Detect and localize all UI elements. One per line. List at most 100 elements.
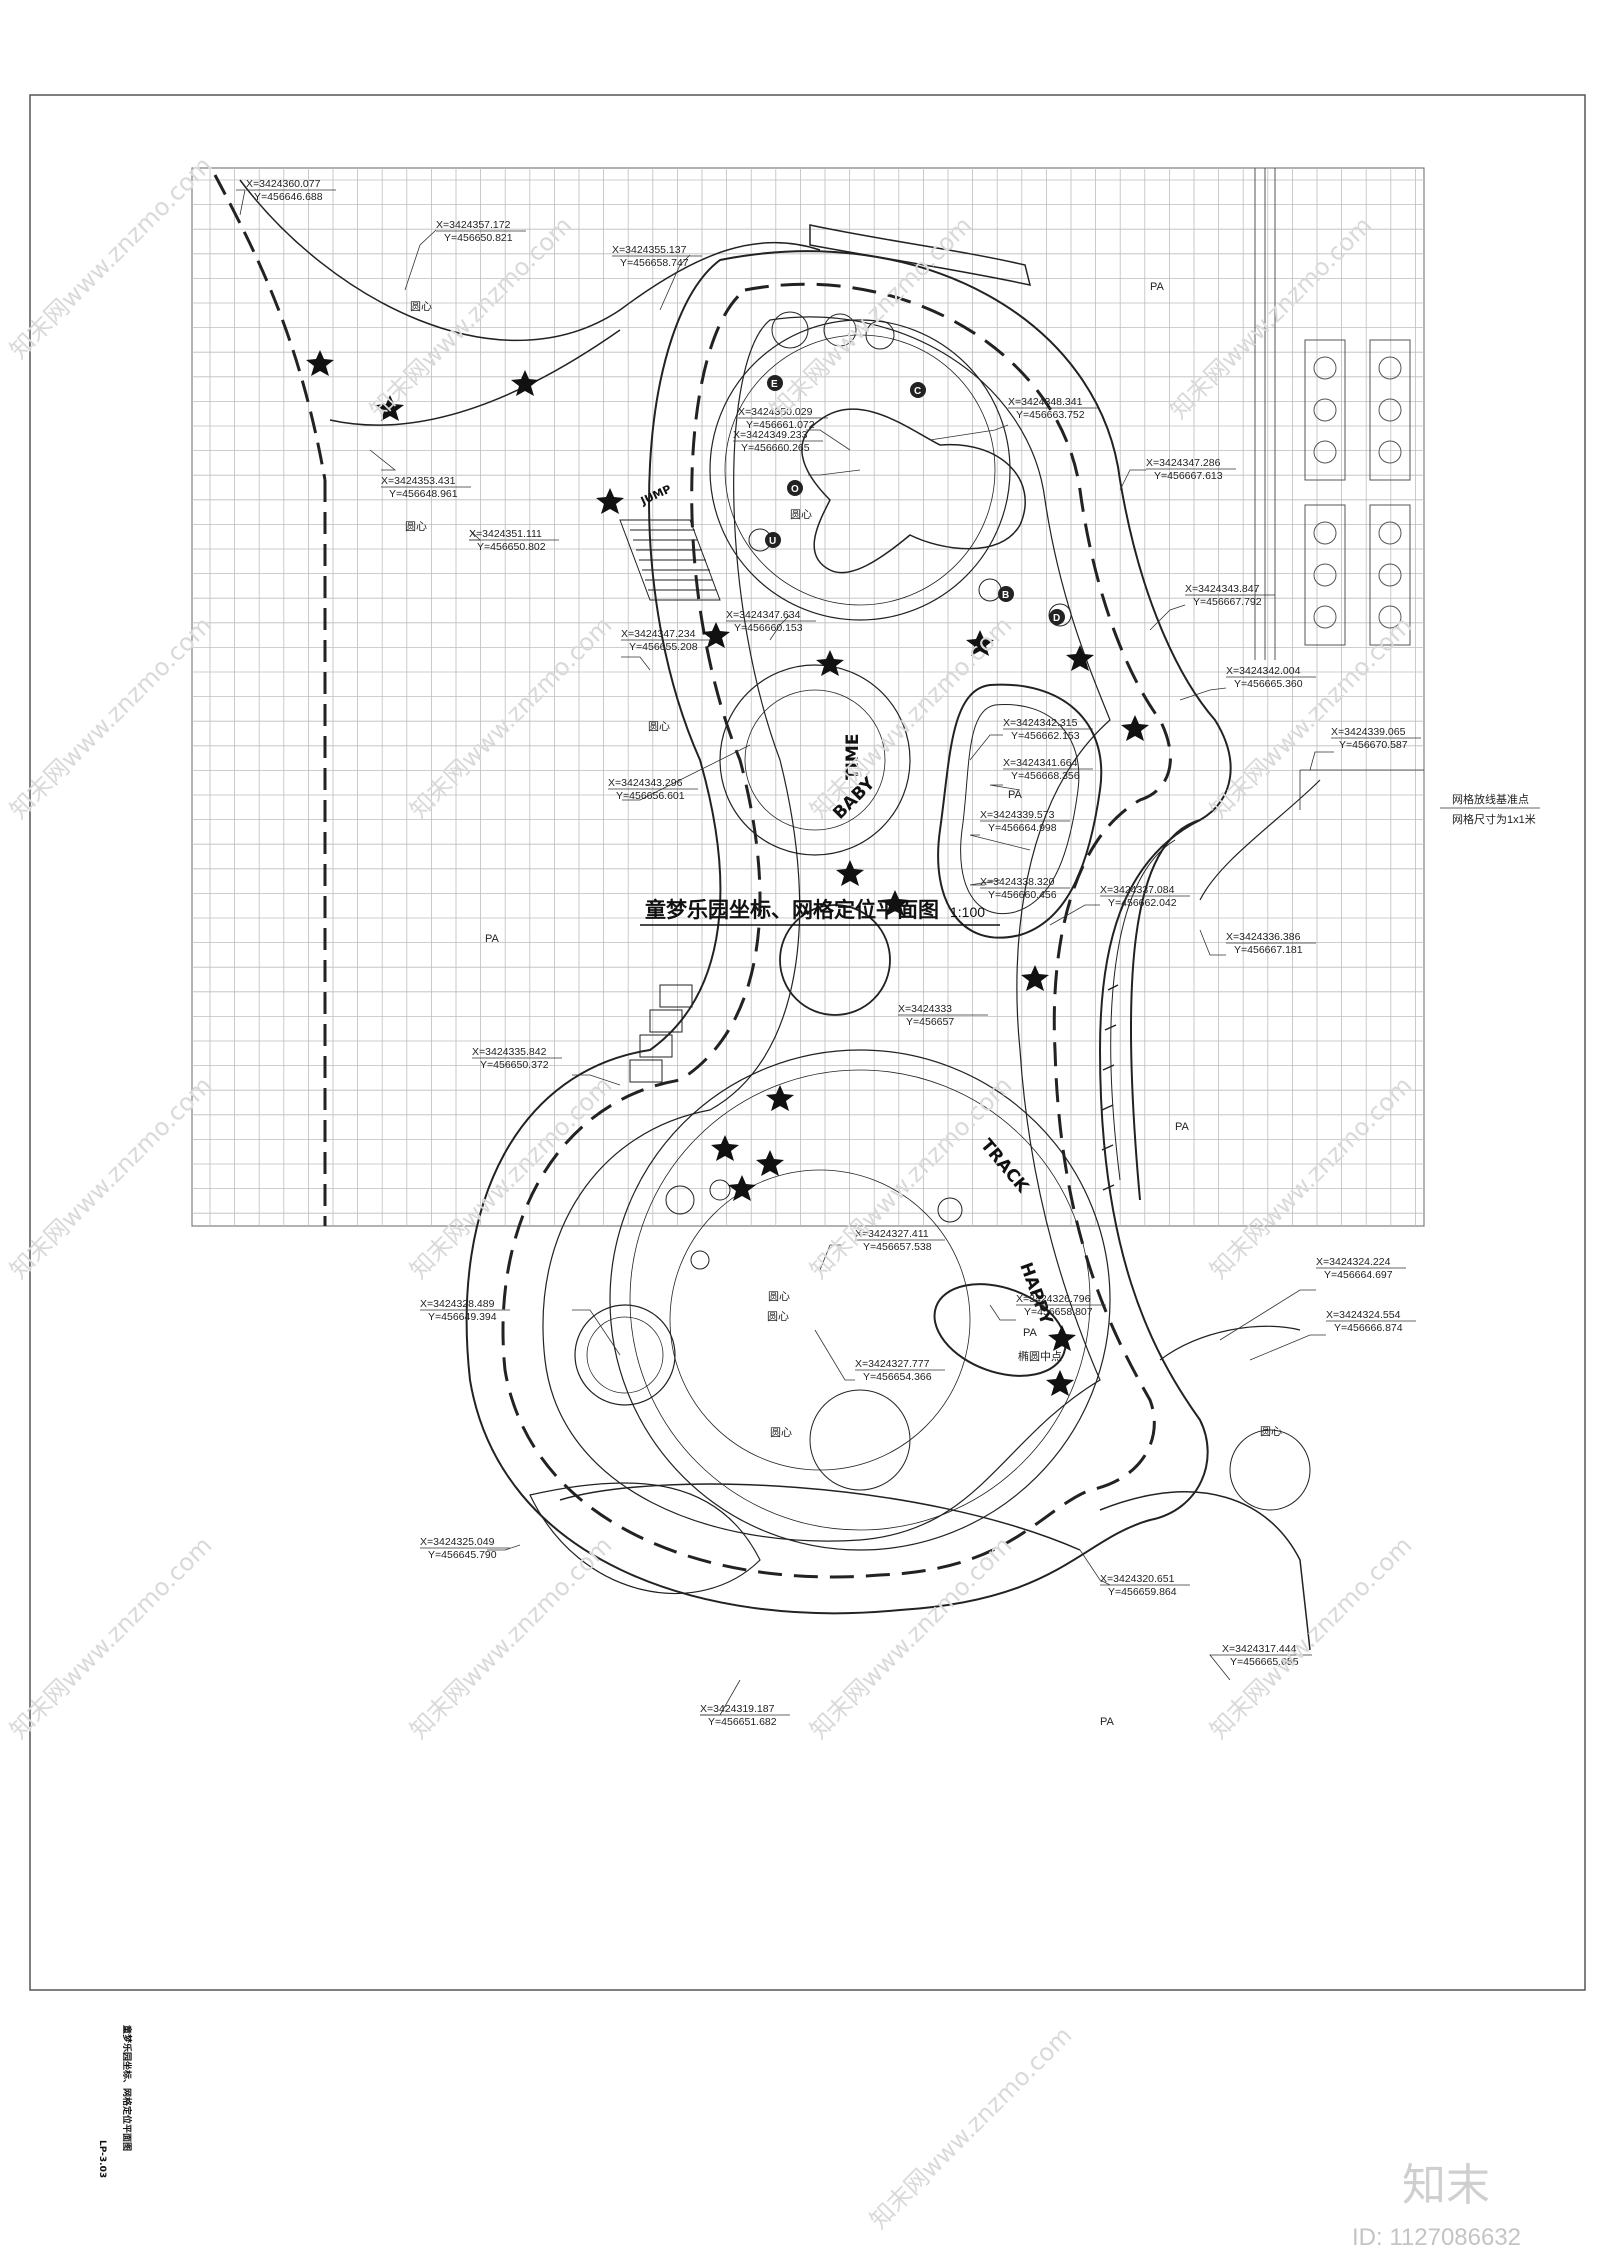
svg-text:知末网www.znzmo.com: 知末网www.znzmo.com bbox=[1204, 1531, 1417, 1744]
coord-y-10: Y=456660.153 bbox=[734, 622, 803, 634]
center-label-1: 圆心 bbox=[410, 300, 432, 313]
coord-y-5: Y=456650.802 bbox=[477, 541, 546, 553]
svg-text:知末网www.znzmo.com: 知末网www.znzmo.com bbox=[1164, 211, 1377, 424]
coord-x-1: X=3424360.077 bbox=[246, 178, 321, 190]
coord-y-29: Y=456664.697 bbox=[1324, 1269, 1393, 1281]
drawing-title-text: 童梦乐园坐标、网格定位平面图 bbox=[645, 898, 939, 922]
coord-y-27: Y=456658.807 bbox=[1024, 1306, 1093, 1318]
svg-text:PA: PA bbox=[1175, 1121, 1190, 1133]
coord-y-8: Y=456663.752 bbox=[1016, 409, 1085, 421]
coord-x-5: X=3424351.111 bbox=[469, 528, 542, 540]
svg-text:知末网www.znzmo.com: 知末网www.znzmo.com bbox=[4, 611, 217, 824]
center-label-7: 圆心 bbox=[770, 1426, 792, 1439]
svg-text:知末网www.znzmo.com: 知末网www.znzmo.com bbox=[804, 1531, 1017, 1744]
coord-y-21: Y=456667.181 bbox=[1234, 944, 1303, 956]
drawing-frame bbox=[191, 167, 1425, 1227]
coord-y-15: Y=456662.153 bbox=[1011, 730, 1080, 742]
drawing-scale: 1:100 bbox=[950, 904, 985, 920]
coord-x-30: X=3424324.554 bbox=[1326, 1309, 1401, 1321]
coord-x-31: X=3424320.651 bbox=[1100, 1573, 1175, 1585]
coord-y-33: Y=456665.055 bbox=[1230, 1656, 1299, 1668]
coord-x-17: X=3424339.573 bbox=[980, 809, 1055, 821]
coord-y-28: Y=456645.790 bbox=[428, 1549, 497, 1561]
center-label-3: 圆心 bbox=[790, 508, 812, 521]
svg-text:PA: PA bbox=[1023, 1327, 1038, 1339]
track-dashed-lane bbox=[501, 282, 1172, 1579]
coord-y-16: Y=456668.356 bbox=[1011, 770, 1080, 782]
coord-y-31: Y=456659.864 bbox=[1108, 1586, 1177, 1598]
track-outer-boundary bbox=[465, 250, 1232, 1615]
coord-y-1: Y=456646.688 bbox=[254, 191, 323, 203]
svg-text:知末网www.znzmo.com: 知末网www.znzmo.com bbox=[404, 1531, 617, 1744]
grid-note-title: 网格放线基准点 bbox=[1452, 792, 1529, 806]
svg-text:知末网www.znzmo.com: 知末网www.znzmo.com bbox=[4, 1531, 217, 1744]
coord-y-3: Y=456658.747 bbox=[620, 257, 689, 269]
coord-y-17: Y=456664.998 bbox=[988, 822, 1057, 834]
grid-reference-note: 网格放线基准点 网格尺寸为1x1米 bbox=[1299, 769, 1540, 826]
coord-y-14: Y=456665.360 bbox=[1234, 678, 1303, 690]
svg-text:PA: PA bbox=[1008, 789, 1023, 801]
coord-x-29: X=3424324.224 bbox=[1316, 1256, 1391, 1268]
coord-x-25: X=3424327.411 bbox=[855, 1228, 929, 1240]
coord-y-26: Y=456654.366 bbox=[863, 1371, 932, 1383]
coord-x-20: X=3424337.084 bbox=[1100, 884, 1175, 896]
coord-y-2: Y=456650.821 bbox=[444, 232, 513, 244]
word-jump: JUMP bbox=[638, 482, 673, 508]
svg-text:PA: PA bbox=[485, 933, 500, 945]
svg-text:知末网www.znzmo.com: 知末网www.znzmo.com bbox=[4, 151, 217, 364]
coord-x-33: X=3424317.444 bbox=[1222, 1643, 1297, 1655]
sheet-side-title: 童梦乐园坐标、网格定位平面图 LP-3.03 bbox=[97, 2025, 133, 2178]
letter-d: D bbox=[1053, 613, 1060, 624]
pa-labels: PA PA PA PA PA PA bbox=[485, 281, 1190, 1728]
coord-x-2: X=3424357.172 bbox=[436, 219, 511, 231]
svg-text:知末网www.znzmo.com: 知末网www.znzmo.com bbox=[1204, 1071, 1417, 1284]
watermark: 知末网www.znzmo.com 知末网www.znzmo.com 知末网www… bbox=[4, 151, 1521, 2251]
coord-y-11: Y=456655.208 bbox=[629, 641, 698, 653]
svg-text:知末网www.znzmo.com: 知末网www.znzmo.com bbox=[1204, 611, 1417, 824]
adjacent-building bbox=[1254, 168, 1411, 660]
watermark-id: ID: 1127086632 bbox=[1352, 2224, 1521, 2251]
star-decorations bbox=[306, 350, 1149, 1396]
coord-y-4: Y=456648.961 bbox=[389, 488, 458, 500]
coord-x-24: X=3424328.489 bbox=[420, 1298, 495, 1310]
coord-x-6: X=3424350.029 bbox=[738, 406, 813, 418]
sheet-number: LP-3.03 bbox=[97, 2140, 107, 2178]
coord-x-11: X=3424347.234 bbox=[621, 628, 696, 640]
coord-y-30: Y=456666.874 bbox=[1334, 1322, 1403, 1334]
grid-lines bbox=[192, 168, 1424, 1226]
coord-x-9: X=3424347.286 bbox=[1146, 457, 1221, 469]
svg-text:PA: PA bbox=[1100, 1716, 1115, 1728]
coord-y-9: Y=456667.613 bbox=[1154, 470, 1223, 482]
word-time: TIME bbox=[843, 734, 863, 780]
coord-x-18: X=3424339.065 bbox=[1331, 726, 1406, 738]
side-title: 童梦乐园坐标、网格定位平面图 bbox=[121, 2025, 133, 2151]
letter-o: O bbox=[791, 484, 799, 495]
coord-x-19: X=3424338.320 bbox=[980, 876, 1055, 888]
sheet-border bbox=[29, 94, 1586, 1991]
coord-y-7: Y=456660.265 bbox=[741, 442, 810, 454]
center-markers: 圆心 圆心 圆心 圆心 圆心 圆心 圆心 圆心 椭圆中点 bbox=[405, 300, 1282, 1439]
svg-text:知末网www.znzmo.com: 知末网www.znzmo.com bbox=[864, 2021, 1077, 2234]
coord-y-20: Y=456662.042 bbox=[1108, 897, 1177, 909]
coord-y-24: Y=456649.394 bbox=[428, 1311, 497, 1323]
coord-x-7: X=3424349.233 bbox=[733, 429, 808, 441]
coord-x-21: X=3424336.386 bbox=[1226, 931, 1301, 943]
coord-y-25: Y=456657.538 bbox=[863, 1241, 932, 1253]
coord-x-23: X=3424333 bbox=[898, 1003, 952, 1015]
coord-y-18: Y=456670.587 bbox=[1339, 739, 1408, 751]
letter-markers: E O C U B D bbox=[765, 375, 1065, 625]
coord-x-28: X=3424325.049 bbox=[420, 1536, 495, 1548]
coordinate-labels: X=3424360.077Y=456646.688X=3424357.172Y=… bbox=[246, 178, 1421, 1728]
word-track: TRACK bbox=[976, 1135, 1033, 1197]
center-label-6: 圆心 bbox=[767, 1310, 789, 1323]
svg-text:知末网www.znzmo.com: 知末网www.znzmo.com bbox=[404, 611, 617, 824]
letter-b: B bbox=[1002, 590, 1009, 601]
coord-y-22: Y=456650.372 bbox=[480, 1059, 549, 1071]
coord-x-8: X=3424348.341 bbox=[1008, 396, 1083, 408]
coord-y-12: Y=456667.792 bbox=[1193, 596, 1262, 608]
center-label-8: 圆心 bbox=[1260, 1425, 1282, 1438]
coord-x-27: X=3424326.796 bbox=[1016, 1293, 1091, 1305]
svg-text:知末网www.znzmo.com: 知末网www.znzmo.com bbox=[804, 611, 1017, 824]
coord-y-19: Y=456660.456 bbox=[988, 889, 1057, 901]
